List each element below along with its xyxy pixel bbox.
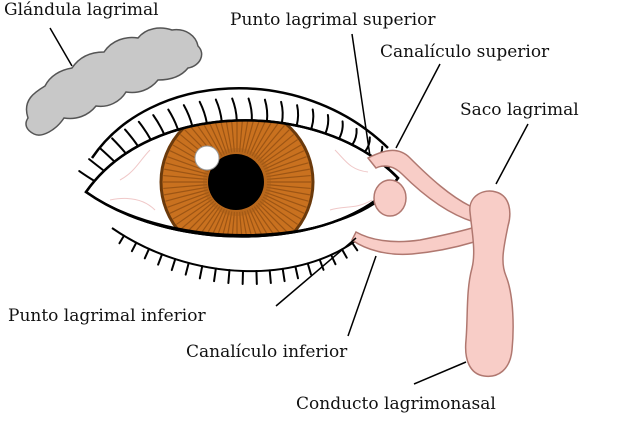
blood-vessels: [109, 149, 373, 211]
leader-canaliculo-superior: [395, 63, 441, 149]
iris-highlight: [194, 145, 220, 171]
leader-punto-superior: [351, 33, 371, 157]
lacrimal-gland: [25, 27, 203, 136]
caruncle: [373, 179, 407, 217]
leader-glandula: [49, 27, 73, 67]
lacrimal-sac-duct: [464, 190, 514, 378]
label-saco-lagrimal: Saco lagrimal: [460, 100, 579, 120]
leader-canaliculo-inferior: [347, 255, 377, 337]
leader-punto-inferior: [275, 237, 357, 307]
leader-lines: [49, 27, 529, 385]
label-canaliculo-inferior: Canalículo inferior: [186, 342, 348, 362]
lower-canaliculus: [351, 227, 475, 256]
upper-lid-crease: [90, 87, 389, 159]
label-punto-lagrimal-superior: Punto lagrimal superior: [230, 10, 436, 30]
tear-drainage: [351, 149, 514, 378]
lower-eyelashes: [118, 234, 359, 285]
label-conducto-lagrimonasal: Conducto lagrimonasal: [296, 394, 496, 414]
label-punto-lagrimal-inferior: Punto lagrimal inferior: [8, 306, 206, 326]
leader-conducto: [413, 361, 467, 385]
upper-eyelashes: [78, 97, 395, 182]
pupil: [208, 154, 264, 210]
label-glandula-lagrimal: Glándula lagrimal: [4, 0, 159, 20]
leader-saco: [495, 123, 529, 185]
lower-lid-rim: [91, 195, 381, 236]
label-canaliculo-superior: Canalículo superior: [380, 42, 550, 62]
